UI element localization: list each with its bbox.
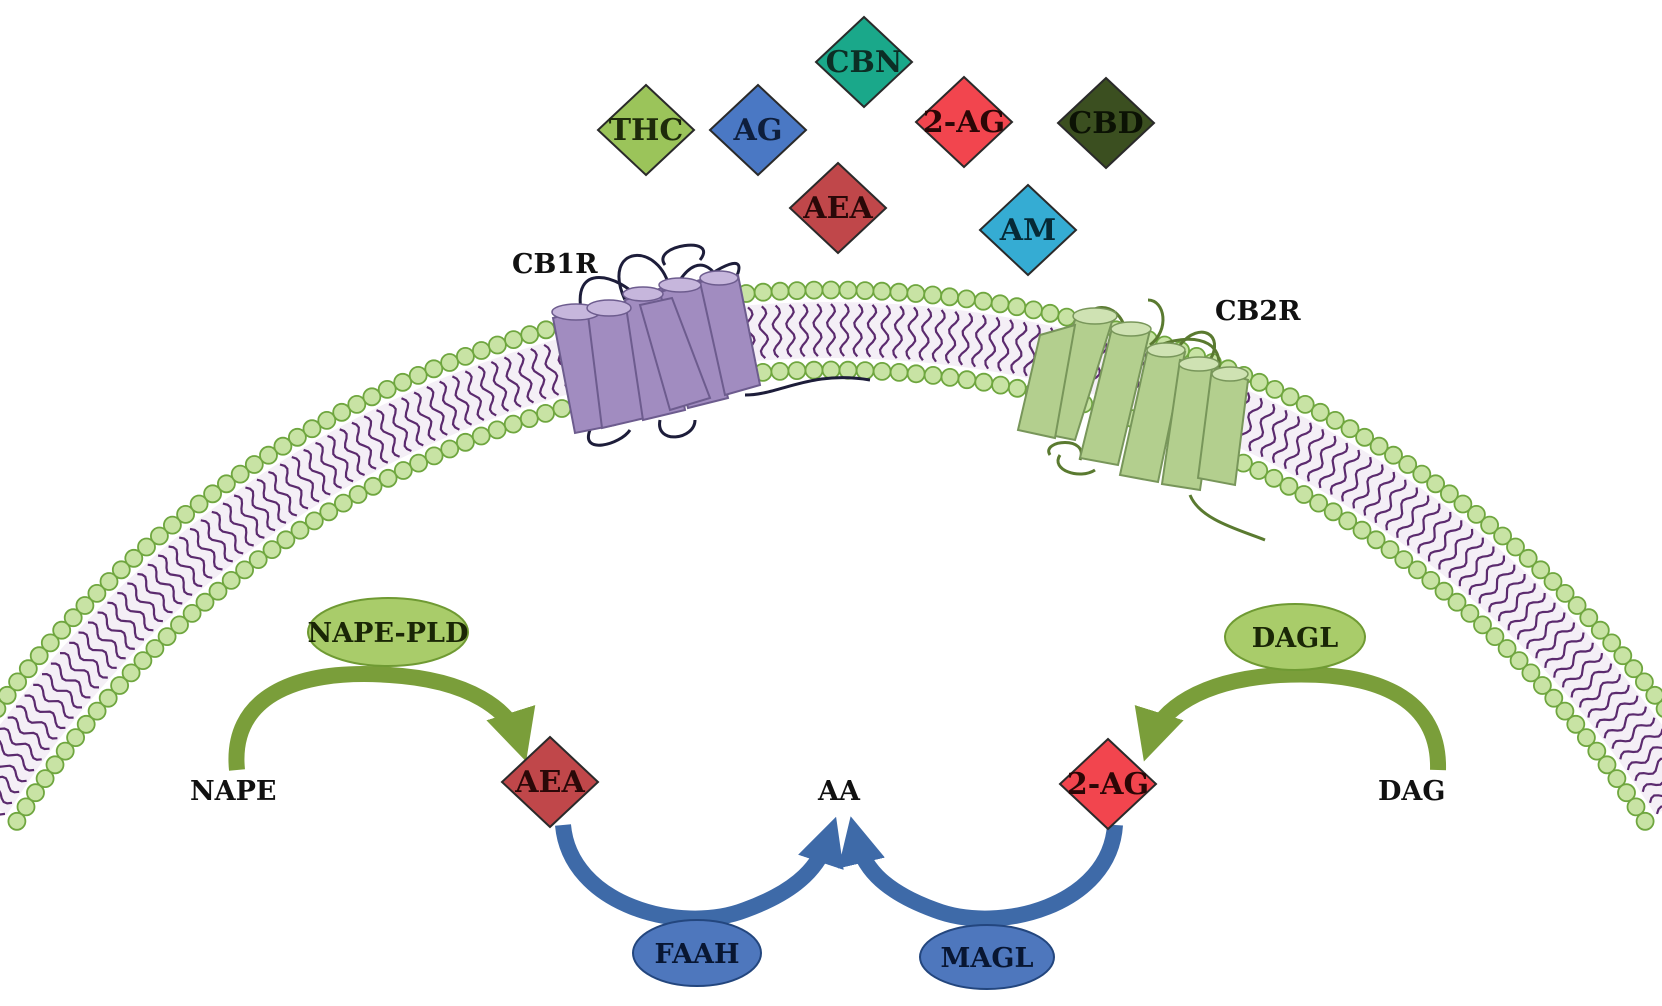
aa-label: AA	[817, 776, 861, 807]
svg-text:AM: AM	[999, 213, 1056, 248]
membrane-lipid-tails	[0, 302, 1662, 816]
svg-text:FAAH: FAAH	[655, 939, 740, 970]
ligand-2-ag: 2-AG	[914, 75, 1014, 169]
dag-to-2ag-arrow	[1134, 666, 1447, 771]
svg-text:2-AG: 2-AG	[1067, 767, 1149, 802]
svg-text:CBN: CBN	[826, 45, 903, 80]
cb2r-receptor: CB2R	[1016, 296, 1301, 542]
ligand-am: AM	[978, 183, 1078, 277]
nape-to-aea-arrow	[228, 666, 536, 771]
cb1r-label: CB1R	[512, 249, 598, 280]
products: AEA 2-AG	[500, 735, 1158, 831]
ligand-thc: THC	[596, 83, 696, 177]
ligand-cbn: CBN	[814, 15, 914, 109]
cb1r-receptor: CB1R	[512, 243, 871, 447]
ligand-aea: AEA	[788, 161, 888, 255]
aea-to-aa-arrow	[555, 816, 844, 927]
svg-text:THC: THC	[609, 113, 684, 148]
membrane-lipid-heads	[0, 280, 1662, 831]
cb2r-label: CB2R	[1215, 296, 1301, 327]
product-aea: AEA	[500, 735, 600, 829]
svg-text:MAGL: MAGL	[941, 943, 1034, 974]
2ag-to-aa-arrow	[838, 816, 1123, 927]
ligand-group: CBN THC AG 2-AG CBD AEA AM	[596, 15, 1156, 277]
svg-text:AEA: AEA	[802, 191, 873, 226]
degradation-arrows	[555, 816, 1123, 927]
enzymes: NAPE-PLD DAGL FAAH MAGL	[307, 597, 1366, 990]
enzyme-magl: MAGL	[919, 924, 1055, 990]
nape-label: NAPE	[190, 776, 277, 807]
ligand-ag: AG	[708, 83, 808, 177]
svg-text:DAGL: DAGL	[1252, 623, 1338, 654]
dag-label: DAG	[1378, 776, 1445, 807]
cell-membrane	[0, 280, 1662, 831]
enzyme-nape-pld: NAPE-PLD	[307, 597, 469, 667]
product-2-ag: 2-AG	[1058, 737, 1158, 831]
svg-text:2-AG: 2-AG	[923, 105, 1005, 140]
svg-text:AG: AG	[733, 113, 783, 148]
svg-text:AEA: AEA	[514, 765, 585, 800]
svg-text:CBD: CBD	[1068, 106, 1143, 141]
synthesis-arrows	[228, 666, 1447, 771]
enzyme-faah: FAAH	[632, 919, 762, 987]
enzyme-dagl: DAGL	[1224, 603, 1366, 671]
ligand-cbd: CBD	[1056, 76, 1156, 170]
svg-text:NAPE-PLD: NAPE-PLD	[308, 618, 469, 649]
